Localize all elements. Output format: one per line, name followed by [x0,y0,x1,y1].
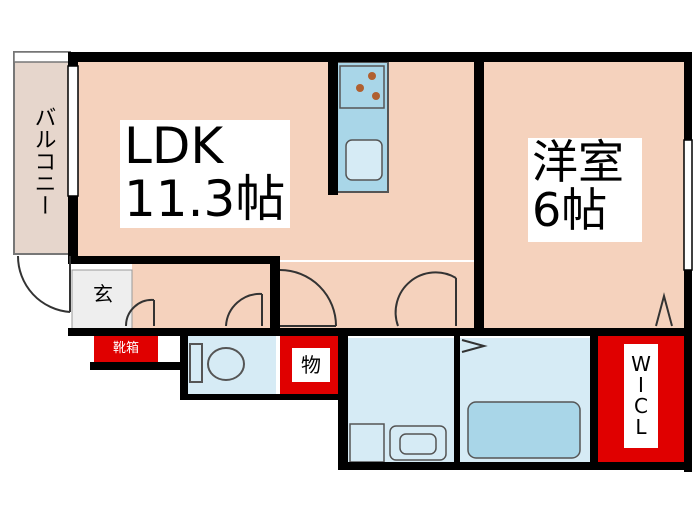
balcony-area [13,51,71,255]
balcony-rail [13,51,71,63]
shoe-box [94,334,158,366]
toilet-bowl [207,347,245,381]
sink [345,139,383,181]
burner-3 [372,92,380,100]
burner-1 [368,72,376,80]
western-label: 洋室 6帖 [528,138,642,242]
ldk-name: LDK [124,117,224,175]
washing-machine [349,423,385,463]
storage-label: 物 [292,348,330,382]
shoe-box-label: 靴箱 [112,341,139,357]
window-left [67,65,79,197]
window-right [683,139,693,271]
bathtub [467,401,581,459]
western-name: 洋室 [532,135,624,189]
burner-2 [356,84,364,92]
entrance-label: 玄 [93,281,113,306]
doors [16,255,673,353]
ldk-label: LDK 11.3帖 [120,120,290,228]
toilet-tank [189,343,203,383]
basin-bowl [399,433,437,455]
wic-label: W I C L [624,344,658,448]
balcony-label: バルコニー [30,106,56,216]
ldk-size: 11.3帖 [124,169,286,228]
western-size: 6帖 [532,183,608,238]
